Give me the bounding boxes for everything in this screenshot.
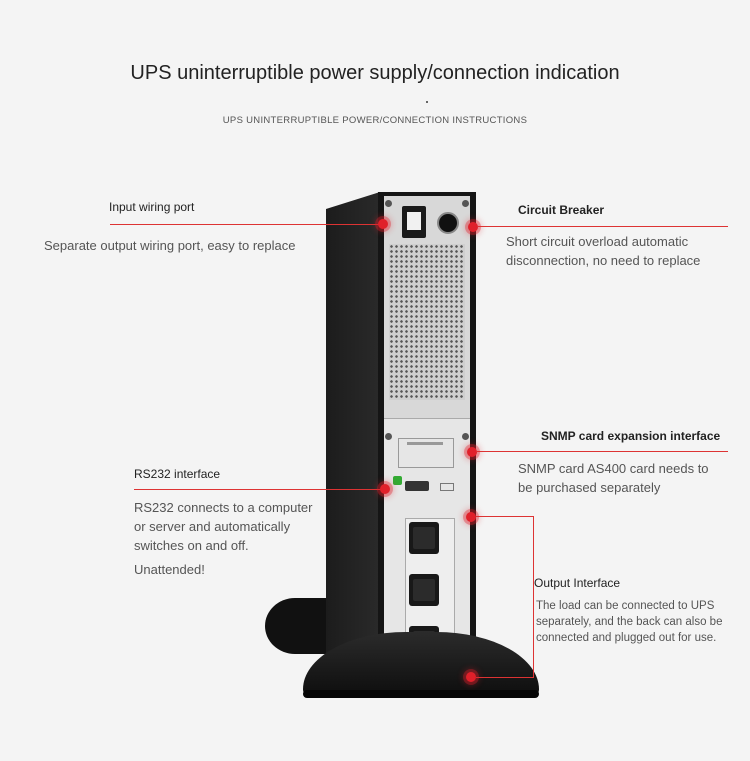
circuit-breaker-description-line: Short circuit overload automatic bbox=[506, 234, 689, 249]
rs232-description-line: RS232 connects to a computer bbox=[134, 500, 313, 515]
screw-icon bbox=[462, 433, 469, 440]
input-port-description: Separate output wiring port, easy to rep… bbox=[44, 238, 296, 253]
output-description-line: connected and plugged out for use. bbox=[536, 632, 717, 644]
output-description: The load can be connected to UPS separat… bbox=[536, 598, 722, 646]
circuit-breaker-leader-line bbox=[478, 226, 728, 227]
output-socket-face bbox=[413, 527, 435, 549]
breaker-button-icon bbox=[437, 212, 459, 234]
power-inlet-socket bbox=[407, 212, 421, 230]
output-marker-top bbox=[466, 512, 476, 522]
snmp-slot-cover bbox=[398, 438, 454, 468]
snmp-label: SNMP card expansion interface bbox=[541, 429, 721, 443]
title-divider-dot bbox=[426, 101, 428, 103]
output-marker-bottom bbox=[466, 672, 476, 682]
snmp-marker bbox=[467, 447, 477, 457]
rs232-leader-line bbox=[134, 489, 382, 490]
output-socket-face bbox=[413, 579, 435, 601]
output-label: Output Interface bbox=[534, 576, 621, 590]
circuit-breaker-marker bbox=[468, 222, 478, 232]
circuit-breaker-description-line: disconnection, no need to replace bbox=[506, 253, 701, 268]
snmp-description: SNMP card AS400 card needs to be purchas… bbox=[518, 459, 709, 497]
rs232-port-icon bbox=[405, 481, 429, 491]
screw-icon bbox=[385, 433, 392, 440]
rs232-description-line: or server and automatically bbox=[134, 519, 291, 534]
input-port-marker bbox=[378, 219, 388, 229]
output-leader-line-vertical bbox=[533, 516, 534, 678]
snmp-description-line: be purchased separately bbox=[518, 480, 661, 495]
ground-terminal-icon bbox=[393, 476, 402, 485]
circuit-breaker-description: Short circuit overload automatic disconn… bbox=[506, 232, 700, 270]
rs232-marker bbox=[380, 484, 390, 494]
output-description-line: The load can be connected to UPS bbox=[536, 600, 715, 612]
circuit-breaker-label: Circuit Breaker bbox=[518, 203, 605, 217]
snmp-slot-label-mark bbox=[407, 442, 443, 445]
rs232-description: RS232 connects to a computer or server a… bbox=[134, 498, 313, 579]
snmp-description-line: SNMP card AS400 card needs to bbox=[518, 461, 709, 476]
ups-stand-rim bbox=[303, 690, 539, 698]
snmp-leader-line bbox=[477, 451, 728, 452]
output-leader-line-bottom bbox=[476, 677, 534, 678]
screw-icon bbox=[462, 200, 469, 207]
input-port-label: Input wiring port bbox=[109, 200, 195, 214]
input-port-leader-line bbox=[110, 224, 380, 225]
page-subtitle: UPS UNINTERRUPTIBLE POWER/CONNECTION INS… bbox=[222, 115, 528, 126]
rs232-description-line: switches on and off. bbox=[134, 538, 249, 553]
rs232-description-line: Unattended! bbox=[134, 562, 205, 577]
screw-icon bbox=[385, 200, 392, 207]
usb-port-icon bbox=[440, 483, 454, 491]
output-leader-line-top bbox=[476, 516, 534, 517]
output-description-line: separately, and the back can also be bbox=[536, 616, 723, 628]
page-title: UPS uninterruptible power supply/connect… bbox=[130, 62, 620, 84]
ups-side-panel bbox=[326, 192, 380, 692]
rs232-label: RS232 interface bbox=[134, 467, 221, 481]
ventilation-grille bbox=[389, 244, 465, 400]
